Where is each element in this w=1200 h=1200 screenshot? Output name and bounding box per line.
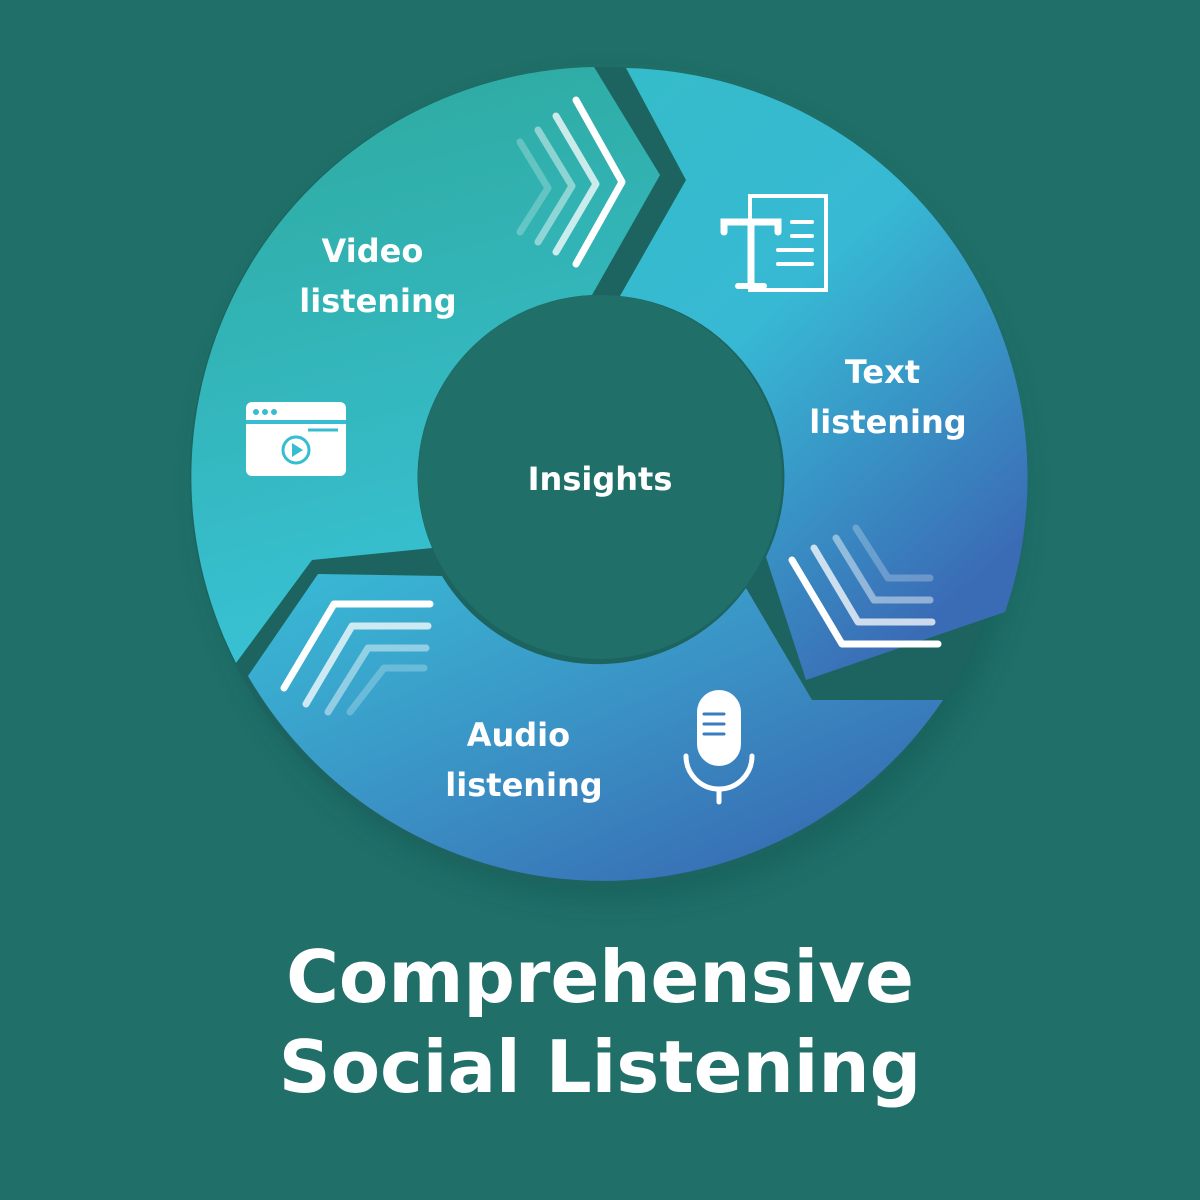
text-document-icon: [720, 194, 828, 292]
chevron-arrows-video-icon: [516, 96, 626, 268]
center-label: Insights: [528, 460, 673, 498]
title-line-2: Social Listening: [278, 1025, 922, 1109]
segment-audio: [248, 574, 943, 881]
text-label: Text listening: [809, 353, 966, 441]
video-player-icon: [246, 402, 346, 476]
audio-label: Audio listening: [445, 716, 602, 804]
microphone-icon: [683, 690, 755, 805]
title-line-1: Comprehensive: [286, 935, 914, 1019]
page-title: Comprehensive Social Listening: [0, 932, 1200, 1112]
chevron-arrows-audio-icon: [280, 600, 434, 716]
center-hub: [418, 295, 782, 659]
video-label: Video listening: [299, 232, 456, 320]
segment-video: [191, 67, 661, 663]
chevron-arrows-text-icon: [788, 524, 942, 648]
